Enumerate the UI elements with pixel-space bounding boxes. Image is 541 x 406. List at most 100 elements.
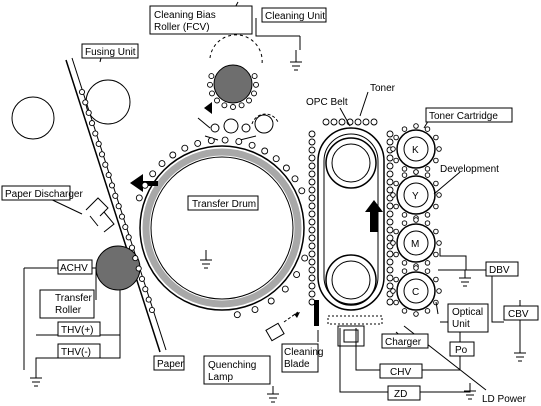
label-transfer-roller-line1: Transfer — [55, 293, 93, 304]
toner-bead — [386, 274, 394, 282]
toner-bead — [221, 102, 228, 109]
toner-bead — [308, 226, 316, 234]
toner-bead — [401, 308, 408, 314]
toner-bead — [251, 73, 258, 80]
toner-bead — [308, 218, 316, 226]
toner-bead — [424, 220, 431, 226]
toner-bead — [386, 154, 394, 162]
toner-bead — [135, 265, 142, 272]
toner-bead — [105, 171, 112, 179]
toner-bead — [308, 234, 316, 242]
toner-bead — [308, 202, 316, 210]
label-cleaning-bias-roller-line1: Cleaning Bias — [154, 10, 216, 21]
label-y: Y — [412, 191, 419, 202]
toner-bead — [88, 120, 96, 127]
toner-bead — [141, 181, 149, 189]
toner-bead — [424, 260, 431, 266]
label-thv-minus: THV(-) — [61, 347, 91, 358]
toner-bead — [308, 138, 316, 146]
toner-bead — [413, 217, 419, 223]
toner-bead — [92, 130, 99, 137]
toner-bead — [102, 161, 109, 168]
toner-bead — [308, 266, 316, 274]
toner-bead — [386, 226, 394, 234]
label-transfer-drum: Transfer Drum — [192, 199, 256, 210]
label-toner: Toner — [370, 83, 396, 94]
toner-bead — [308, 242, 316, 250]
toner-bead — [238, 102, 245, 109]
toner-bead — [401, 172, 408, 178]
toner-bead — [386, 282, 394, 290]
label-cbv: CBV — [508, 309, 529, 320]
toner-bead — [386, 202, 394, 210]
toner-bead — [207, 137, 215, 145]
toner-bead — [322, 118, 330, 126]
toner-bead — [281, 285, 289, 293]
toner-bead — [386, 178, 394, 186]
toner-bead — [181, 144, 189, 152]
toner-bead — [386, 186, 394, 194]
toner-bead — [436, 240, 442, 246]
toner-bead — [390, 192, 396, 198]
toner-bead — [424, 126, 431, 132]
toner-bead — [393, 228, 399, 235]
label-cleaning-blade-line2: Blade — [284, 359, 310, 370]
toner-bead — [135, 194, 143, 202]
fusing-rollers — [11, 79, 131, 140]
label-k: K — [412, 145, 419, 156]
label-cleaning-bias-roller-line2: Roller (FCV) — [154, 22, 210, 33]
toner-bead — [401, 220, 408, 226]
label-dbv: DBV — [489, 265, 510, 276]
label-m: M — [411, 239, 419, 250]
toner-bead — [390, 240, 396, 246]
toner-bead — [386, 266, 394, 274]
toner-bead — [261, 147, 269, 155]
toner-bead — [436, 288, 442, 294]
toner-bead — [118, 213, 126, 220]
toner-bead — [413, 123, 419, 129]
toner-bead — [301, 254, 309, 262]
toner-bead — [251, 306, 259, 314]
toner-bead — [82, 99, 89, 106]
opc-belt — [317, 127, 385, 311]
toner-bead — [209, 90, 215, 97]
toner-bead — [424, 212, 431, 218]
label-cleaning-unit: Cleaning Unit — [265, 11, 325, 22]
toner-bead — [386, 138, 394, 146]
toner-bead — [413, 265, 419, 271]
label-charger: Charger — [385, 337, 422, 348]
toner-bead — [433, 157, 439, 164]
toner-bead — [433, 203, 439, 210]
toner-bead — [132, 255, 139, 262]
toner-bead — [401, 212, 408, 218]
toner-bead — [393, 251, 399, 258]
toner-bead — [436, 146, 442, 152]
toner-bead — [85, 109, 92, 116]
toner-bead — [308, 154, 316, 162]
toner-bead — [115, 203, 122, 210]
toner-bead — [308, 210, 316, 218]
toner-bead — [308, 170, 316, 178]
toner-bead — [393, 134, 399, 141]
label-achv: ACHV — [60, 263, 88, 274]
toner-bead — [386, 130, 394, 138]
toner-bead — [108, 182, 116, 189]
toner-bead — [233, 311, 241, 319]
toner-bead — [308, 186, 316, 194]
toner-bead — [386, 234, 394, 242]
toner-bead — [308, 146, 316, 154]
toner-bead — [78, 88, 86, 96]
toner-bead — [169, 151, 177, 159]
toner-bead — [386, 162, 394, 170]
toner-bead — [424, 166, 431, 172]
toner-bead — [235, 138, 243, 146]
toner-bead — [308, 194, 316, 202]
toner-bead — [308, 178, 316, 186]
toner-bead — [386, 170, 394, 178]
toner-bead — [138, 275, 146, 282]
label-c: C — [412, 287, 419, 298]
toner-bead — [291, 175, 299, 183]
toner-bead — [338, 118, 346, 126]
toner-bead — [148, 306, 156, 314]
toner-bead — [433, 251, 439, 258]
